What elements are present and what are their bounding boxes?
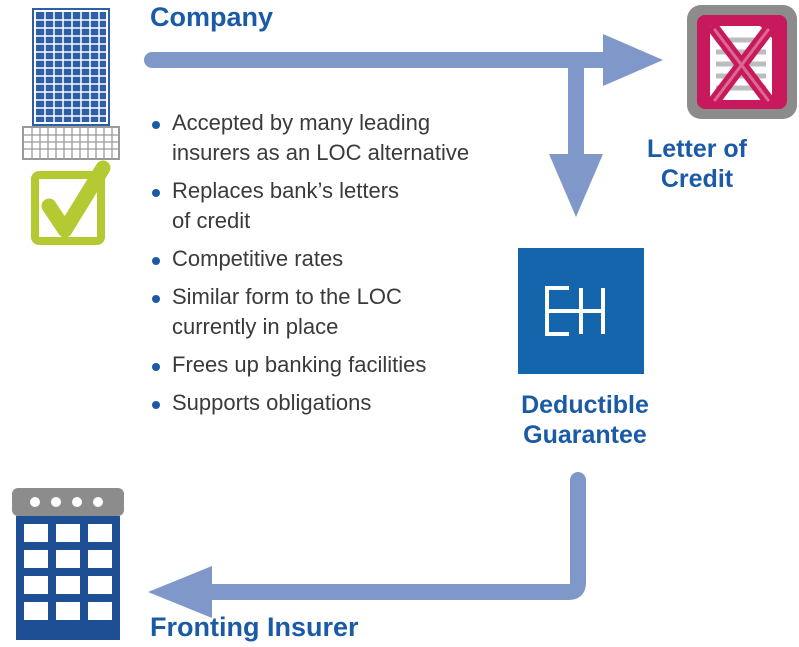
arrow-guarantee-to-insurer bbox=[148, 472, 586, 618]
benefits-list: Accepted by many leading insurers as an … bbox=[150, 108, 530, 426]
deductible-guarantee-label: Deductible Guarantee bbox=[495, 390, 675, 450]
benefit-line: currently in place bbox=[172, 314, 339, 339]
insurer-building-icon bbox=[12, 488, 124, 640]
letter-of-credit-line2: Credit bbox=[660, 165, 734, 193]
eh-logo-text: EH bbox=[581, 319, 583, 321]
benefit-line: Replaces bank’s letters bbox=[172, 178, 400, 203]
crossed-document-icon bbox=[687, 5, 797, 119]
letter-of-credit-label: Letter of Credit bbox=[622, 134, 772, 194]
benefit-line: insurers as an LOC alternative bbox=[172, 140, 470, 165]
deductible-guarantee-line1: Deductible bbox=[521, 391, 649, 419]
benefit-line: Competitive rates bbox=[172, 246, 344, 271]
benefit-line: Frees up banking facilities bbox=[172, 352, 427, 377]
benefit-line: Similar form to the LOC bbox=[172, 284, 402, 309]
benefit-item: Accepted by many leading insurers as an … bbox=[150, 108, 530, 168]
benefit-item: Competitive rates bbox=[150, 244, 530, 274]
eh-logo-icon bbox=[518, 248, 644, 374]
benefit-line: of credit bbox=[172, 208, 251, 233]
benefit-item: Supports obligations bbox=[150, 388, 530, 418]
benefit-item: Similar form to the LOC currently in pla… bbox=[150, 282, 530, 342]
company-label: Company bbox=[150, 2, 274, 32]
office-tower-icon bbox=[22, 8, 120, 160]
benefit-line: Accepted by many leading bbox=[172, 110, 431, 135]
letter-of-credit-line1: Letter of bbox=[647, 135, 747, 163]
arrow-company-to-loc bbox=[144, 34, 663, 86]
benefit-line: Supports obligations bbox=[172, 390, 372, 415]
fronting-insurer-label: Fronting Insurer bbox=[150, 612, 359, 642]
benefit-item: Frees up banking facilities bbox=[150, 350, 530, 380]
checkmark-icon bbox=[31, 160, 111, 245]
arrow-down-to-guarantee bbox=[549, 60, 603, 217]
benefit-item: Replaces bank’s letters of credit bbox=[150, 176, 530, 236]
deductible-guarantee-line2: Guarantee bbox=[523, 421, 647, 449]
